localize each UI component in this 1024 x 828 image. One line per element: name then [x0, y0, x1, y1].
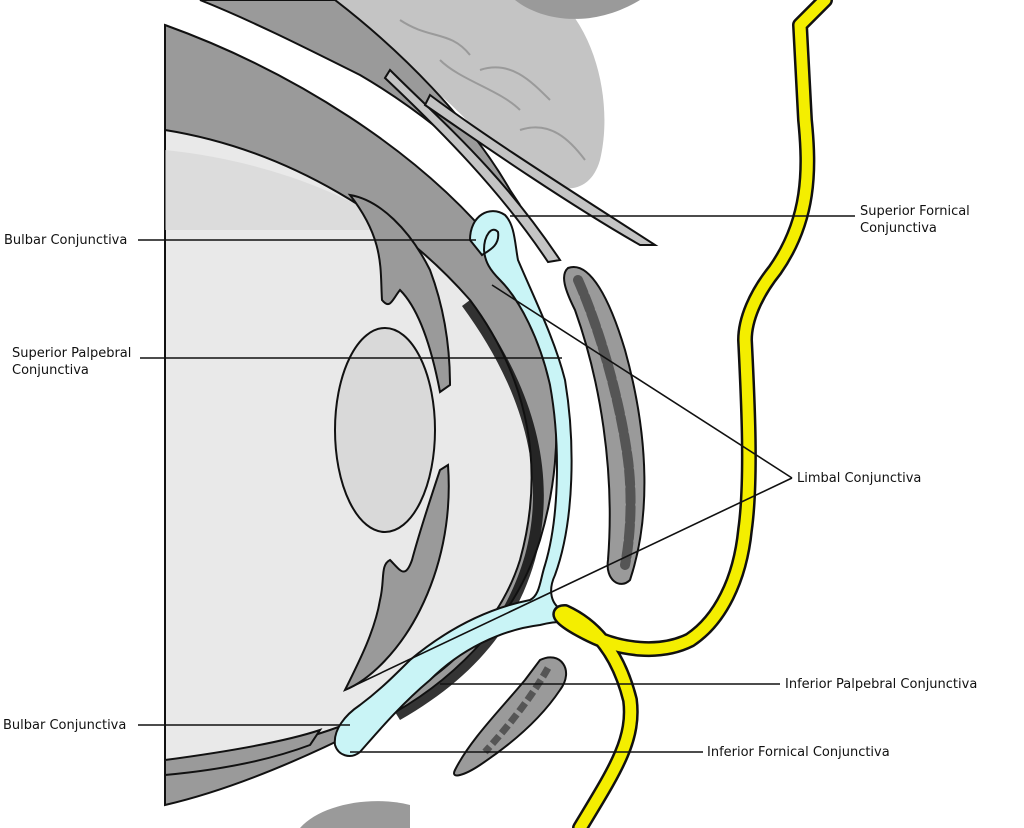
upper-lid-muscles — [199, 0, 659, 264]
label-superior-fornical-conjunctiva: Superior Fornical Conjunctiva — [860, 204, 970, 236]
orbital-fat — [335, 0, 640, 189]
conjunctiva-membrane — [333, 210, 601, 757]
upper-tarsal-plate — [563, 265, 646, 585]
label-inferior-palpebral-conjunctiva: Inferior Palpebral Conjunctiva — [785, 677, 978, 692]
label-inferior-fornical-conjunctiva: Inferior Fornical Conjunctiva — [707, 745, 890, 760]
lower-lid-tissue — [164, 728, 410, 828]
label-bulbar-conjunctiva-bottom: Bulbar Conjunctiva — [3, 718, 127, 733]
leader-lines — [138, 215, 855, 753]
lens — [334, 327, 436, 533]
label-bulbar-conjunctiva-top: Bulbar Conjunctiva — [4, 233, 128, 248]
label-superior-palpebral-conjunctiva: Superior Palpebral Conjunctiva — [12, 346, 132, 378]
lower-tarsal-plate — [453, 656, 567, 777]
label-limbal-conjunctiva: Limbal Conjunctiva — [797, 471, 922, 486]
iris-ciliary-body — [342, 193, 452, 692]
